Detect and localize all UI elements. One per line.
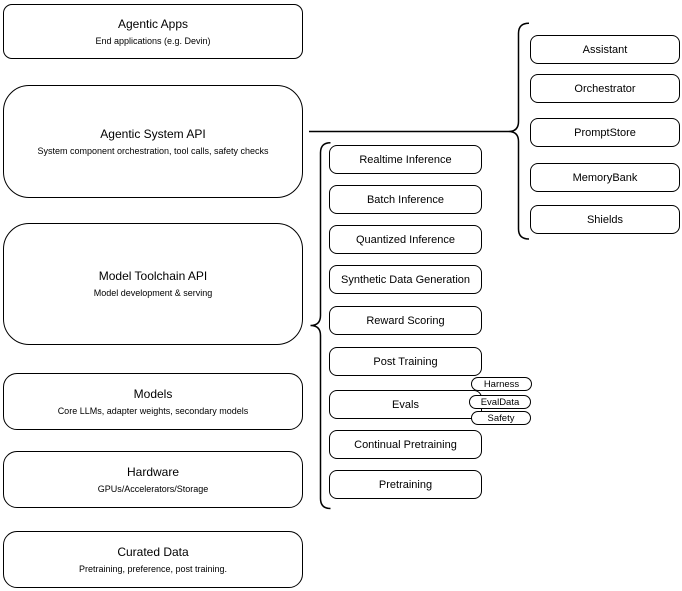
node-subtitle: GPUs/Accelerators/Storage [97, 483, 209, 494]
node-title: Models [133, 386, 173, 401]
node-subtitle: System component orchestration, tool cal… [37, 145, 269, 156]
node-label: Batch Inference [366, 193, 445, 206]
node-label: PromptStore [574, 126, 636, 139]
node-title: Agentic Apps [117, 16, 189, 31]
node-label: Pretraining [378, 478, 433, 491]
tag-harness: Harness [471, 377, 532, 391]
node-label: Reward Scoring [366, 314, 445, 327]
tag-label: Harness [483, 378, 520, 390]
node-label: Synthetic Data Generation [340, 273, 471, 286]
tag-safety: Safety [471, 411, 531, 425]
node-subtitle: Pretraining, preference, post training. [78, 563, 228, 574]
node-batch-inference: Batch Inference [329, 185, 482, 214]
toolchain-bracket [310, 142, 331, 510]
node-subtitle: End applications (e.g. Devin) [95, 35, 211, 46]
node-label: Evals [392, 398, 419, 411]
node-title: Curated Data [117, 544, 189, 559]
node-subtitle: Core LLMs, adapter weights, secondary mo… [57, 405, 249, 416]
node-hardware: Hardware GPUs/Accelerators/Storage [3, 451, 303, 508]
node-label: Continual Pretraining [354, 438, 457, 451]
tag-evaldata: EvalData [469, 395, 531, 409]
node-continual-pretraining: Continual Pretraining [329, 430, 482, 459]
node-label: Orchestrator [574, 82, 636, 95]
node-label: Post Training [373, 355, 438, 368]
node-models: Models Core LLMs, adapter weights, secon… [3, 373, 303, 430]
node-label: Realtime Inference [359, 153, 452, 166]
node-title: Hardware [126, 464, 180, 479]
node-label: Shields [586, 213, 624, 226]
node-model-toolchain-api: Model Toolchain API Model development & … [3, 223, 303, 345]
node-label: Quantized Inference [355, 233, 456, 246]
node-quantized-inference: Quantized Inference [329, 225, 482, 254]
node-label: MemoryBank [572, 171, 638, 184]
node-label: Assistant [582, 43, 628, 56]
node-synthetic-data-generation: Synthetic Data Generation [329, 265, 482, 294]
node-shields: Shields [530, 205, 680, 234]
tag-label: Safety [487, 412, 515, 424]
tag-label: EvalData [480, 396, 520, 408]
node-curated-data: Curated Data Pretraining, preference, po… [3, 531, 303, 588]
node-memorybank: MemoryBank [530, 163, 680, 192]
node-subtitle: Model development & serving [93, 288, 213, 298]
node-promptstore: PromptStore [530, 118, 680, 147]
node-reward-scoring: Reward Scoring [329, 306, 482, 335]
node-title: Agentic System API [100, 126, 206, 141]
node-agentic-system-api: Agentic System API System component orch… [3, 85, 303, 198]
node-agentic-apps: Agentic Apps End applications (e.g. Devi… [3, 4, 303, 59]
node-evals: Evals [329, 390, 482, 419]
node-assistant: Assistant [530, 35, 680, 64]
node-pretraining: Pretraining [329, 470, 482, 499]
node-title: Model Toolchain API [98, 269, 208, 283]
node-orchestrator: Orchestrator [530, 74, 680, 103]
node-post-training: Post Training [329, 347, 482, 376]
system-components-bracket [508, 22, 530, 240]
node-realtime-inference: Realtime Inference [329, 145, 482, 174]
